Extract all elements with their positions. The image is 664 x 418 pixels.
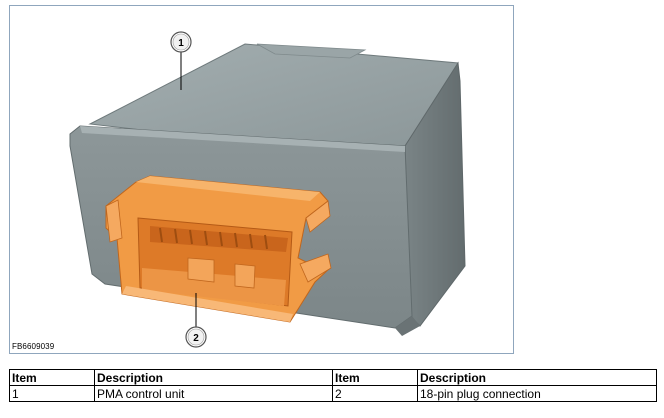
callout-2-label: 2	[193, 333, 199, 344]
cell-item: 2	[332, 385, 418, 402]
connector-plug	[105, 175, 332, 323]
callout-1	[170, 31, 192, 53]
table-row: 1 PMA control unit 2 18-pin plug connect…	[9, 385, 657, 402]
legend-header-row: Item Description Item Description	[9, 369, 657, 386]
cell-description: 18-pin plug connection	[417, 385, 657, 402]
callout-2	[185, 326, 207, 348]
header-description-2: Description	[417, 369, 657, 386]
callout-1-label: 1	[178, 38, 184, 49]
figure-id: FB6609039	[12, 342, 55, 351]
cell-item: 1	[9, 385, 95, 402]
header-item-2: Item	[332, 369, 418, 386]
legend-table: Item Description Item Description 1 PMA …	[9, 369, 657, 402]
cell-description: PMA control unit	[94, 385, 333, 402]
control-unit-illustration: 1 2	[69, 31, 466, 348]
header-item-1: Item	[9, 369, 95, 386]
header-description-1: Description	[94, 369, 333, 386]
figure-frame: 1 2 FB6609039	[9, 5, 514, 354]
